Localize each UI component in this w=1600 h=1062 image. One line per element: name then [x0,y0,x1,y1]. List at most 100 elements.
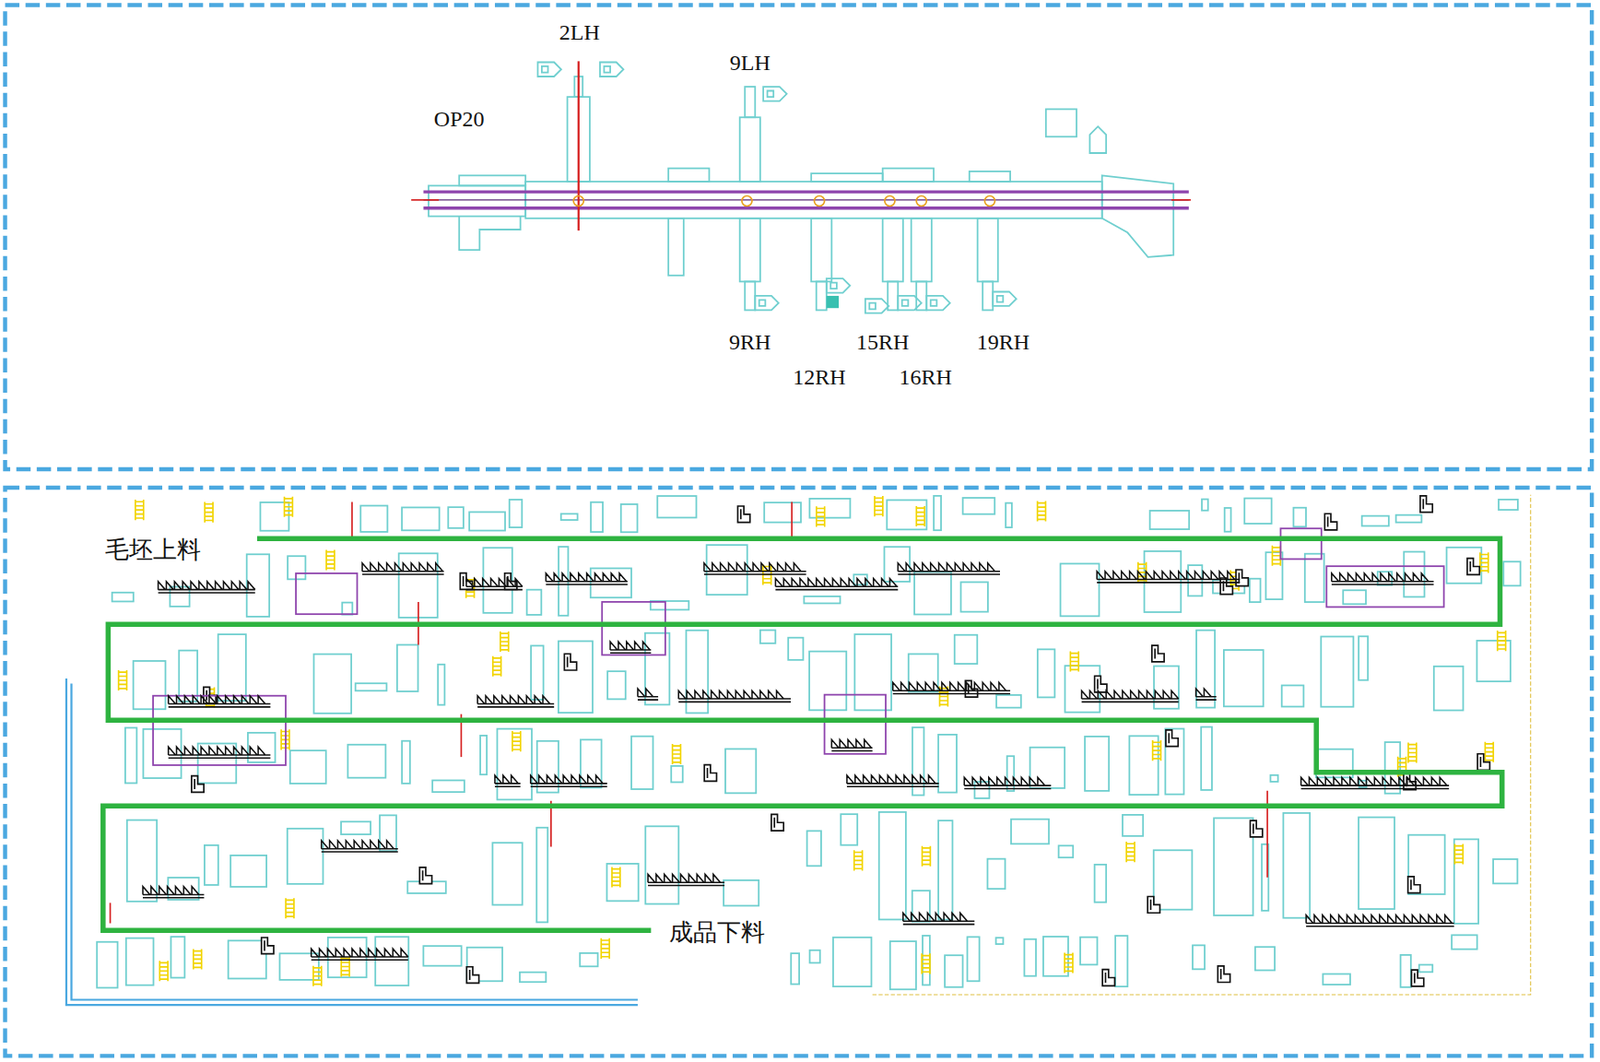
machine-outline [1122,814,1143,836]
fixture-symbol [1235,569,1248,587]
tool-magazine [168,695,271,707]
fixture-symbol [1152,645,1165,662]
fixture-symbol [1217,965,1230,983]
tool-magazine [704,563,807,575]
enclosure-outline [1280,528,1321,559]
stair-ladder [326,549,335,570]
station-point [814,195,825,206]
machine-outline [725,748,756,793]
fixture-symbol [564,653,577,671]
machine-outline [1408,835,1445,895]
stair-ladder [1037,500,1047,521]
machine-outline [1434,666,1464,711]
fixture-symbol [1249,820,1262,837]
machine-outline [809,651,847,711]
machine-outline [811,218,832,283]
machine-outline [788,637,803,660]
stair-ladder [313,965,322,987]
machine-outline [96,941,118,989]
machine-outline [1153,849,1193,909]
machine-outline [1060,563,1100,616]
station-icon [992,291,1016,306]
machine-outline [341,602,353,615]
machine-outline [1447,547,1483,584]
building-wall [66,678,638,1005]
plant-layout [66,494,1531,1005]
stair-ladder [600,938,610,959]
machine-outline [833,937,872,987]
machine-outline [1305,553,1325,602]
machine-outline [228,940,267,978]
station-label: 19RH [975,329,1032,354]
machine-outline [1503,561,1520,586]
machine-outline [740,218,761,283]
fixture-symbol [1467,558,1480,576]
fixture-symbol [1420,495,1433,513]
stair-ladder [285,897,295,918]
machine-outline [218,634,247,701]
machine-outline [247,553,270,617]
station-label: 9RH [727,329,773,354]
tool-magazine [637,688,659,700]
machine-outline [996,937,1004,944]
fixture-symbol [261,937,274,954]
machine-outline [360,505,388,532]
station-icon [865,298,889,313]
machine-outline [126,938,154,986]
machine-outline [509,499,523,528]
tool-magazine [530,775,608,787]
machine-outline [1454,838,1479,923]
fixture-symbol [466,966,479,984]
station-point [984,195,995,206]
machine-outline [537,741,559,793]
machine-outline [519,972,546,983]
stair-ladder [1454,843,1463,864]
machine-outline [1282,684,1305,706]
stair-ladder [284,496,294,518]
machine-outline [447,506,464,529]
machine-outline [341,821,371,835]
stair-ladder [1408,741,1417,763]
fixture-symbol [1165,729,1178,747]
machine-outline [230,855,267,887]
machine-outline [606,863,638,901]
stair-ladder [1497,630,1506,651]
machine-outline [723,880,759,906]
machine-outline [668,168,709,182]
stair-ladder [512,730,521,752]
machine-outline [1293,507,1306,528]
machine-outline [437,664,445,706]
enclosure-outline [824,694,886,754]
tool-magazine [964,776,1051,789]
machine-outline [458,216,520,251]
machine-outline [287,828,324,884]
machine-outline [290,750,327,784]
machine-outline [790,952,800,984]
machine-outline [1282,812,1310,918]
machine-outline [982,281,993,310]
machine-outline [480,735,487,775]
machine-outline [810,950,821,964]
tool-magazine [477,695,554,707]
flow-end-label: 成品下料 [667,919,767,947]
machine-outline [1011,819,1049,845]
machine-outline [1362,516,1389,527]
machine-outline [590,502,603,532]
machine-outline [977,218,999,283]
machine-outline [803,596,840,604]
machine-outline [1046,108,1077,137]
station-fill [826,295,839,308]
machine-outline [313,654,352,714]
machine-outline [1200,727,1212,790]
enclosure-outline [601,601,666,656]
station-label: 16RH [897,364,954,389]
machine-outline [840,813,858,846]
machine-outline [1223,649,1264,706]
machine-outline [916,281,927,310]
machine-outline [938,820,953,919]
stair-ladder [916,505,925,527]
stair-ladder [611,866,621,887]
machine-outline [125,727,137,783]
station-label: 12RH [790,364,848,389]
